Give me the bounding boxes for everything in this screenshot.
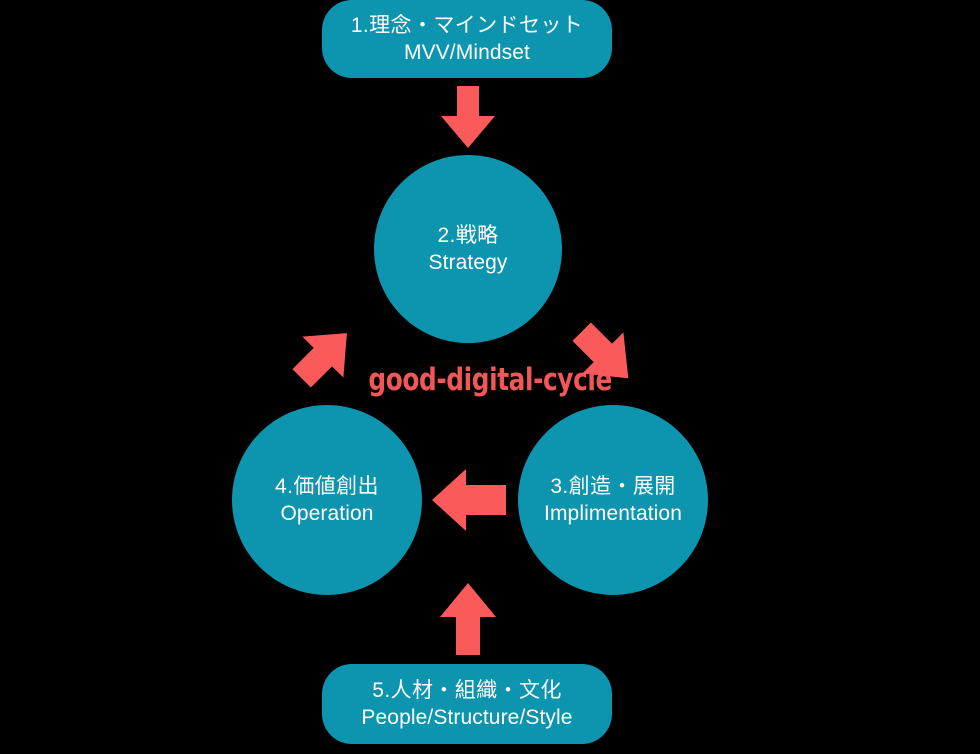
node-mindset-jp-label: 1.理念・マインドセット — [350, 13, 584, 37]
arrow-down-right-icon — [568, 318, 642, 392]
node-implementation-jp-label: 3.創造・展開 — [550, 474, 676, 498]
node-implementation[interactable]: 3.創造・展開 Implimentation — [518, 405, 708, 595]
node-mindset-en-label: MVV/Mindset — [404, 41, 530, 64]
node-strategy-jp-label: 2.戦略 — [437, 223, 499, 247]
node-people-en-label: People/Structure/Style — [361, 706, 573, 729]
node-mindset[interactable]: 1.理念・マインドセット MVV/Mindset — [322, 0, 612, 78]
watermark: good-digital-cycle — [0, 362, 980, 398]
node-people-jp-label: 5.人材・組織・文化 — [372, 678, 562, 702]
node-strategy-en-label: Strategy — [428, 251, 508, 274]
arrow-up-right-icon — [288, 318, 362, 392]
node-implementation-en-label: Implimentation — [544, 502, 682, 525]
arrow-left-icon — [432, 465, 506, 535]
node-people[interactable]: 5.人材・組織・文化 People/Structure/Style — [322, 664, 612, 744]
arrow-up-icon — [437, 583, 499, 655]
node-operation[interactable]: 4.価値創出 Operation — [232, 405, 422, 595]
node-operation-jp-label: 4.価値創出 — [275, 474, 379, 498]
node-operation-en-label: Operation — [280, 502, 374, 525]
arrow-down-icon — [437, 86, 499, 148]
node-strategy[interactable]: 2.戦略 Strategy — [374, 155, 562, 343]
